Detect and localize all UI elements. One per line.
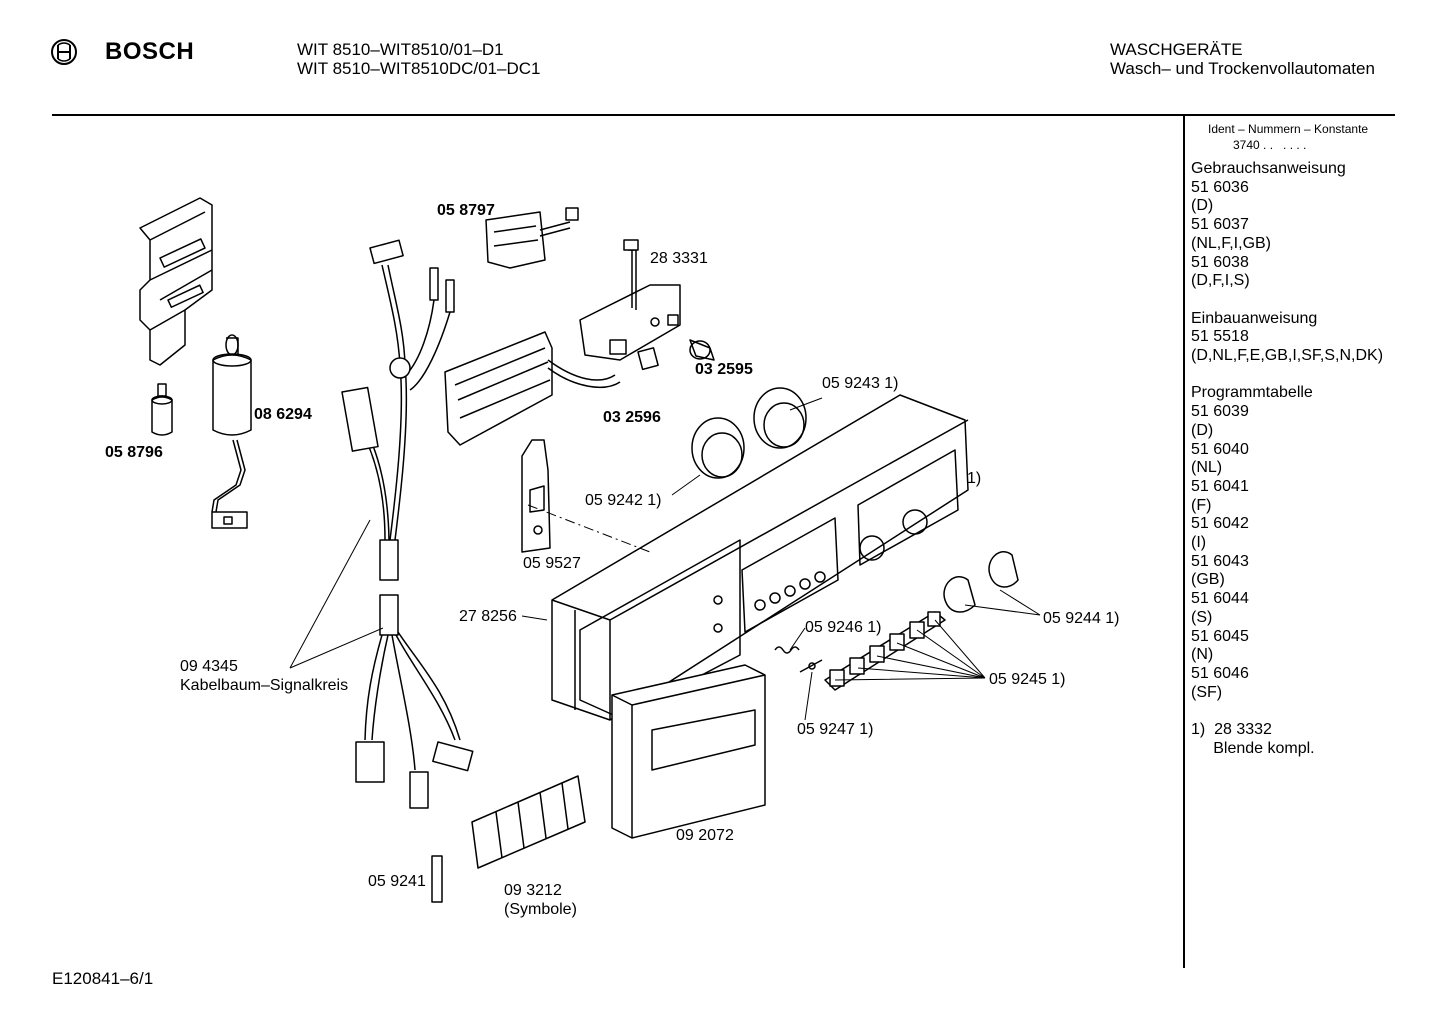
circuit-board bbox=[579, 239, 681, 361]
label-094345: 09 4345 bbox=[180, 658, 238, 675]
sidebar-line: (D,NL,F,E,GB,I,SF,S,N,DK) bbox=[1191, 347, 1384, 365]
ident-label: Ident – Nummern – Konstante bbox=[1208, 122, 1369, 136]
sidebar-line: 51 5518 bbox=[1191, 328, 1249, 346]
label-symbole: (Symbole) bbox=[504, 901, 577, 918]
label-093212: 09 3212 bbox=[504, 882, 562, 899]
sidebar-line: 51 6037 bbox=[1191, 216, 1249, 234]
knob-ring-part bbox=[691, 387, 807, 479]
model-line-1: WIT 8510–WIT8510/01–D1 bbox=[297, 40, 504, 59]
sidebar-line: (F) bbox=[1191, 496, 1212, 514]
led-board bbox=[444, 331, 621, 446]
sidebar-line: 51 6042 bbox=[1191, 515, 1249, 533]
small-capacitor-part bbox=[151, 383, 173, 436]
label-059243: 05 9243 1) bbox=[822, 375, 899, 392]
cable-harness bbox=[341, 239, 474, 809]
label-059242: 05 9242 1) bbox=[585, 492, 662, 509]
sidebar-line: (D) bbox=[1191, 197, 1214, 215]
spring-part bbox=[774, 646, 823, 673]
knob-part bbox=[943, 551, 1019, 613]
sidebar-line: (I) bbox=[1191, 534, 1207, 552]
label-footnote-1: 1) bbox=[967, 470, 982, 487]
label-059241: 05 9241 bbox=[368, 873, 426, 890]
label-059245: 05 9245 1) bbox=[989, 671, 1066, 688]
sidebar-line: (D,F,I,S) bbox=[1191, 272, 1250, 290]
sidebar-line: 51 6046 bbox=[1191, 664, 1249, 682]
sidebar-line: 51 6036 bbox=[1191, 178, 1249, 196]
capacitor-part bbox=[211, 334, 252, 529]
label-059246: 05 9246 1) bbox=[805, 619, 882, 636]
label-059247: 05 9247 1) bbox=[797, 721, 874, 738]
slider-part bbox=[521, 439, 551, 553]
category-title: WASCHGERÄTE bbox=[1110, 40, 1243, 59]
sidebar-line: Gebrauchsanweisung bbox=[1191, 160, 1346, 177]
label-059527: 05 9527 bbox=[523, 555, 581, 572]
symbol-strip bbox=[471, 775, 586, 869]
control-panel bbox=[551, 394, 969, 721]
sidebar-line: Einbauanweisung bbox=[1191, 309, 1318, 327]
switch-part bbox=[485, 207, 579, 269]
brand-name: BOSCH bbox=[105, 38, 195, 65]
label-058796: 05 8796 bbox=[105, 444, 163, 461]
sidebar-line: (SF) bbox=[1191, 683, 1223, 701]
mounting-bracket bbox=[139, 197, 213, 366]
sidebar-line: 51 6044 bbox=[1191, 590, 1249, 608]
sidebar-divider bbox=[1183, 116, 1185, 968]
sidebar-line: 51 6039 bbox=[1191, 403, 1249, 421]
label-032596: 03 2596 bbox=[603, 409, 661, 426]
ident-value: 3740 . . . . . . bbox=[1233, 138, 1307, 152]
label-283331: 28 3331 bbox=[650, 250, 708, 267]
sidebar-line: (NL,F,I,GB) bbox=[1191, 234, 1272, 252]
small-strip bbox=[431, 855, 443, 903]
label-092072: 09 2072 bbox=[676, 827, 734, 844]
model-line-2: WIT 8510–WIT8510DC/01–DC1 bbox=[297, 59, 541, 78]
label-058797: 05 8797 bbox=[437, 202, 495, 219]
label-278256: 27 8256 bbox=[459, 608, 517, 625]
label-032595: 03 2595 bbox=[695, 361, 753, 378]
leader-lines bbox=[289, 397, 1041, 721]
label-086294: 08 6294 bbox=[254, 406, 312, 423]
label-059244: 05 9244 1) bbox=[1043, 610, 1120, 627]
label-kabelbaum: Kabelbaum–Signalkreis bbox=[180, 677, 349, 694]
sidebar-line: Programmtabelle bbox=[1191, 384, 1313, 402]
drawing-code: E120841–6/1 bbox=[52, 969, 154, 988]
sidebar-line: 1) 28 3332 bbox=[1191, 721, 1272, 739]
sidebar-line: Blende kompl. bbox=[1191, 739, 1315, 757]
category-subtitle: Wasch– und Trockenvollautomaten bbox=[1110, 59, 1375, 78]
sidebar-line: (N) bbox=[1191, 646, 1214, 664]
sidebar-line: 51 6045 bbox=[1191, 627, 1249, 645]
sidebar-line: 51 6038 bbox=[1191, 253, 1249, 271]
sidebar-line: 51 6041 bbox=[1191, 477, 1249, 495]
sidebar-line: (S) bbox=[1191, 608, 1213, 626]
sidebar-line: 51 6043 bbox=[1191, 552, 1249, 570]
panel-cover bbox=[611, 664, 766, 839]
sidebar-line: (GB) bbox=[1191, 571, 1225, 589]
bosch-logo-icon bbox=[50, 38, 78, 71]
button-strip bbox=[824, 611, 946, 691]
sidebar-line: (D) bbox=[1191, 421, 1214, 439]
lamp-socket-part bbox=[637, 339, 715, 371]
sidebar-line: (NL) bbox=[1191, 459, 1223, 477]
sidebar-line: 51 6040 bbox=[1191, 440, 1249, 458]
header-rule bbox=[52, 114, 1395, 116]
